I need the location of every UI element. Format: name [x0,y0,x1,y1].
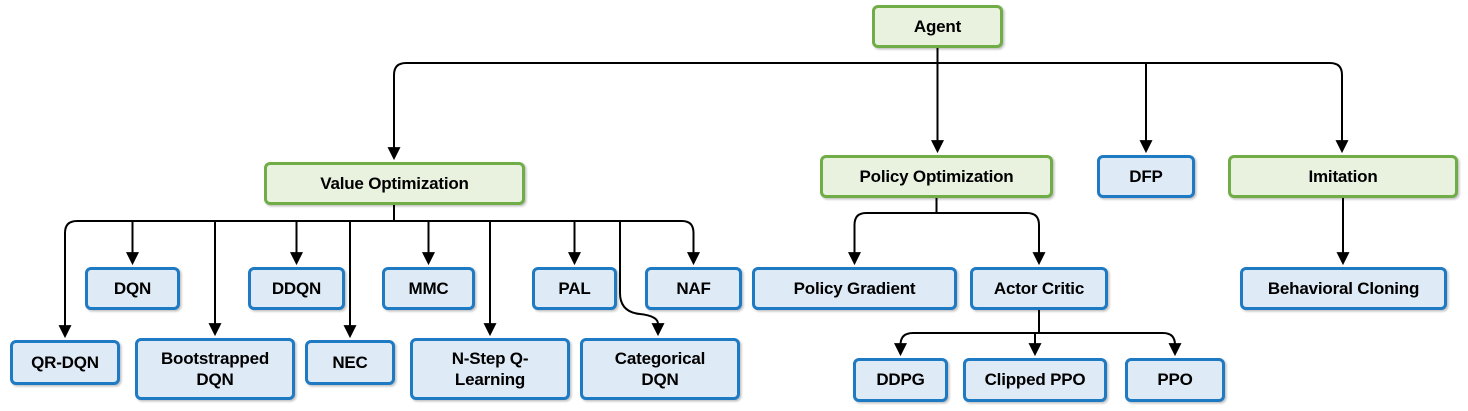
edge-po-policy-gradient [848,212,867,266]
node-imitation: Imitation [1228,155,1458,198]
edge-agent-imitation [937,62,1349,154]
node-dfp-label: DFP [1129,166,1163,186]
edge-ac-ddpg [894,332,914,357]
edge-vo-qr-dqn [58,220,78,339]
node-imitation-label: Imitation [1308,166,1378,186]
node-policy-optimization: Policy Optimization [820,155,1053,198]
node-nstep-q-learning: N-Step Q-Learning [410,338,570,400]
node-pal: PAL [532,267,617,310]
node-ddqn-label: DDQN [271,278,322,298]
node-pal-label: PAL [558,278,591,298]
node-value-optimization: Value Optimization [264,162,525,205]
node-actor-critic: Actor Critic [970,267,1108,310]
node-policy-optimization-label: Policy Optimization [859,166,1014,186]
node-nec-label: NEC [332,352,368,372]
node-naf-label: NAF [676,278,711,298]
node-value-optimization-label: Value Optimization [320,173,469,193]
edge-agent-value-optimization [387,62,938,161]
node-mmc-label: MMC [408,278,449,298]
node-policy-gradient: Policy Gradient [752,267,957,310]
node-bootstrapped-dqn: Bootstrapped DQN [135,338,295,400]
node-qr-dqn: QR-DQN [10,340,120,385]
node-ddpg-label: DDPG [876,370,925,390]
node-behavioral-cloning: Behavioral Cloning [1240,267,1447,310]
node-dfp: DFP [1097,155,1195,198]
edge-vo-categorical-dqn [619,221,665,337]
node-actor-critic-label: Actor Critic [993,278,1085,298]
node-behavioral-cloning-label: Behavioral Cloning [1267,278,1420,298]
node-nstep-q-learning-label: N-Step Q-Learning [451,348,529,389]
edge-vo-naf [681,220,700,266]
node-policy-gradient-label: Policy Gradient [793,278,916,298]
node-clipped-ppo: Clipped PPO [963,358,1107,402]
node-naf: NAF [645,267,742,310]
node-bootstrapped-dqn-label: Bootstrapped DQN [160,348,270,389]
node-agent: Agent [872,5,1003,48]
node-ppo: PPO [1125,358,1225,402]
node-categorical-dqn-label: Categorical DQN [614,348,706,389]
node-dqn: DQN [85,267,180,310]
node-mmc: MMC [382,267,475,310]
node-categorical-dqn: Categorical DQN [580,338,740,400]
node-qr-dqn-label: QR-DQN [31,352,99,372]
node-ddqn: DDQN [248,267,345,310]
node-ppo-label: PPO [1157,370,1193,390]
node-nec: NEC [305,340,395,385]
node-ddpg: DDPG [853,358,948,402]
edge-po-actor-critic [1026,212,1046,266]
node-clipped-ppo-label: Clipped PPO [984,370,1086,390]
node-agent-label: Agent [913,16,962,36]
edge-ac-ppo [1162,332,1182,357]
node-dqn-label: DQN [113,278,152,298]
